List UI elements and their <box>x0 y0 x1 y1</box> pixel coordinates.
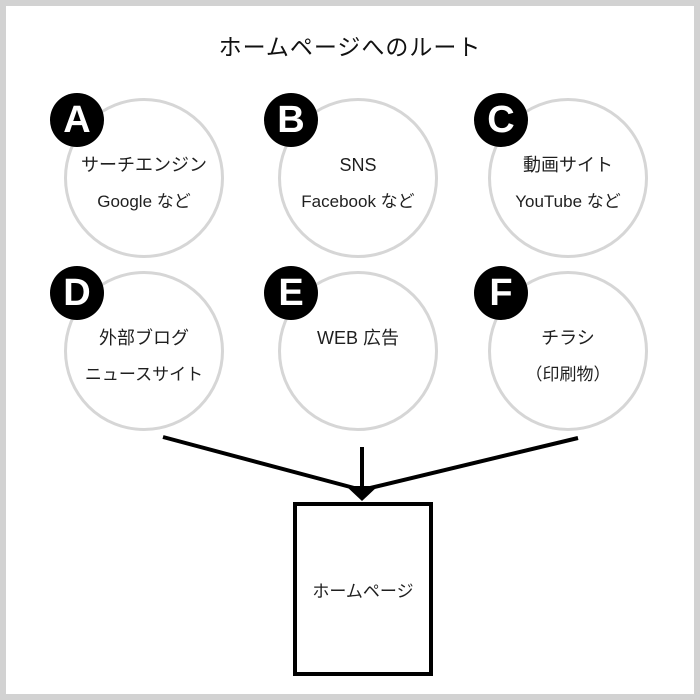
node-label-secondary: Google など <box>97 192 191 211</box>
route-node-f: F チラシ （印刷物） <box>474 266 648 431</box>
node-label-primary: サーチエンジン <box>81 155 207 175</box>
connector-left <box>162 435 359 491</box>
node-label-primary: 動画サイト <box>523 155 613 175</box>
node-labels: サーチエンジン Google など <box>64 154 224 213</box>
node-label-secondary: ニュースサイト <box>84 365 204 384</box>
node-badge-f: F <box>474 266 528 320</box>
node-label-primary: チラシ <box>541 328 595 348</box>
node-label-primary: WEB 広告 <box>316 328 399 348</box>
node-label-primary: 外部ブログ <box>99 328 189 348</box>
homepage-box: ホームページ <box>293 502 433 676</box>
route-node-a: A サーチエンジン Google など <box>50 93 224 258</box>
node-label-primary: SNS <box>339 155 377 175</box>
node-labels: 動画サイト YouTube など <box>488 154 648 213</box>
route-node-b: B SNS Facebook など <box>264 93 438 258</box>
node-badge-b: B <box>264 93 318 147</box>
node-badge-d: D <box>50 266 104 320</box>
connector-right <box>365 436 579 491</box>
arrowhead-icon <box>346 486 378 501</box>
node-labels: SNS Facebook など <box>278 154 438 213</box>
node-label-secondary: Facebook など <box>301 192 415 211</box>
homepage-label: ホームページ <box>312 581 414 601</box>
node-badge-e: E <box>264 266 318 320</box>
diagram-title: ホームページへのルート <box>218 34 482 60</box>
node-label-secondary: （印刷物） <box>525 365 611 384</box>
route-node-e: E WEB 広告 <box>264 266 438 431</box>
node-labels: WEB 広告 <box>278 327 438 363</box>
node-badge-c: C <box>474 93 528 147</box>
route-node-d: D 外部ブログ ニュースサイト <box>50 266 224 431</box>
node-badge-a: A <box>50 93 104 147</box>
node-labels: 外部ブログ ニュースサイト <box>64 327 224 386</box>
node-label-secondary: YouTube など <box>515 192 621 211</box>
node-labels: チラシ （印刷物） <box>488 327 648 386</box>
route-node-c: C 動画サイト YouTube など <box>474 93 648 258</box>
